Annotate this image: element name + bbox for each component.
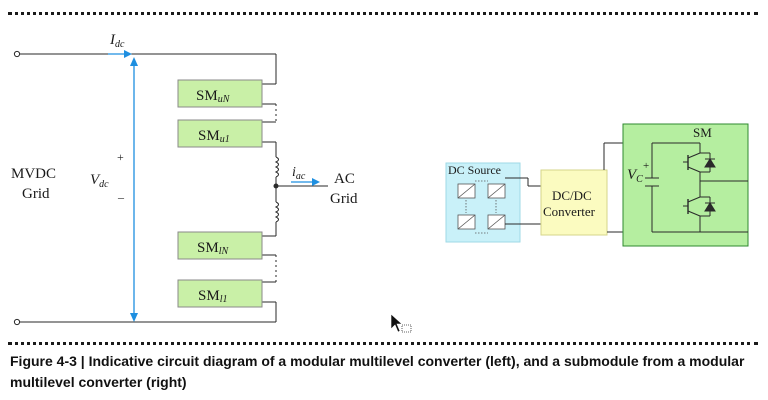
sm-box-uN — [177, 79, 263, 108]
sm-circuit — [645, 142, 748, 233]
sm-panel-label: SM — [693, 125, 712, 140]
dc-voltage-label: Vdc — [90, 172, 109, 190]
sm-label-uN: SMuN — [196, 88, 231, 105]
cap-plus: + — [643, 160, 649, 172]
circuit-diagram: Idc + Vdc – MVDC Grid iac AC Grid SMuN S… — [11, 32, 749, 333]
upper-arm-inductor — [274, 156, 279, 178]
caption-top-dotted-rule — [8, 342, 758, 345]
mmc-diagram — [18, 53, 328, 323]
dc-voltage-minus: – — [117, 190, 125, 204]
ac-grid-label-line1: AC — [334, 171, 355, 187]
terminal-top — [13, 50, 21, 58]
dcdc-label-line1: DC/DC — [552, 188, 592, 203]
sm-label-lN: SMlN — [197, 240, 229, 257]
mouse-pointer-icon — [390, 313, 412, 333]
pv-panels — [457, 180, 506, 234]
dc-voltage-plus: + — [117, 150, 124, 164]
dc-voltage-arrow-head-bottom — [130, 313, 138, 322]
dcdc-converter-box — [540, 169, 608, 236]
ac-current-label: iac — [292, 165, 306, 182]
sm-panel — [622, 123, 749, 247]
sm-box-lN — [177, 231, 263, 260]
sm-label-l1: SMl1 — [198, 288, 227, 305]
lower-arm-inductor — [274, 201, 279, 223]
sm-label-u1: SMu1 — [198, 128, 230, 145]
submodule-boxes: SMuN SMu1 SMlN SMl1 — [177, 79, 263, 308]
sm-box-l1 — [177, 279, 263, 308]
figure-caption: Figure 4-3 | Indicative circuit diagram … — [10, 353, 745, 390]
dc-voltage-arrow-head-top — [130, 57, 138, 66]
terminal-bottom — [13, 318, 21, 326]
cap-voltage-label: VC — [627, 167, 643, 185]
ac-grid-label-line2: Grid — [330, 191, 358, 207]
sm-box-u1 — [177, 119, 263, 148]
dc-current-label: Idc — [109, 32, 125, 50]
mvdc-label-line1: MVDC — [11, 166, 56, 182]
top-dotted-rule — [8, 12, 758, 15]
mvdc-label-line2: Grid — [22, 186, 50, 202]
dcdc-label-line2: Converter — [543, 204, 596, 219]
dc-source-label: DC Source — [448, 163, 501, 177]
